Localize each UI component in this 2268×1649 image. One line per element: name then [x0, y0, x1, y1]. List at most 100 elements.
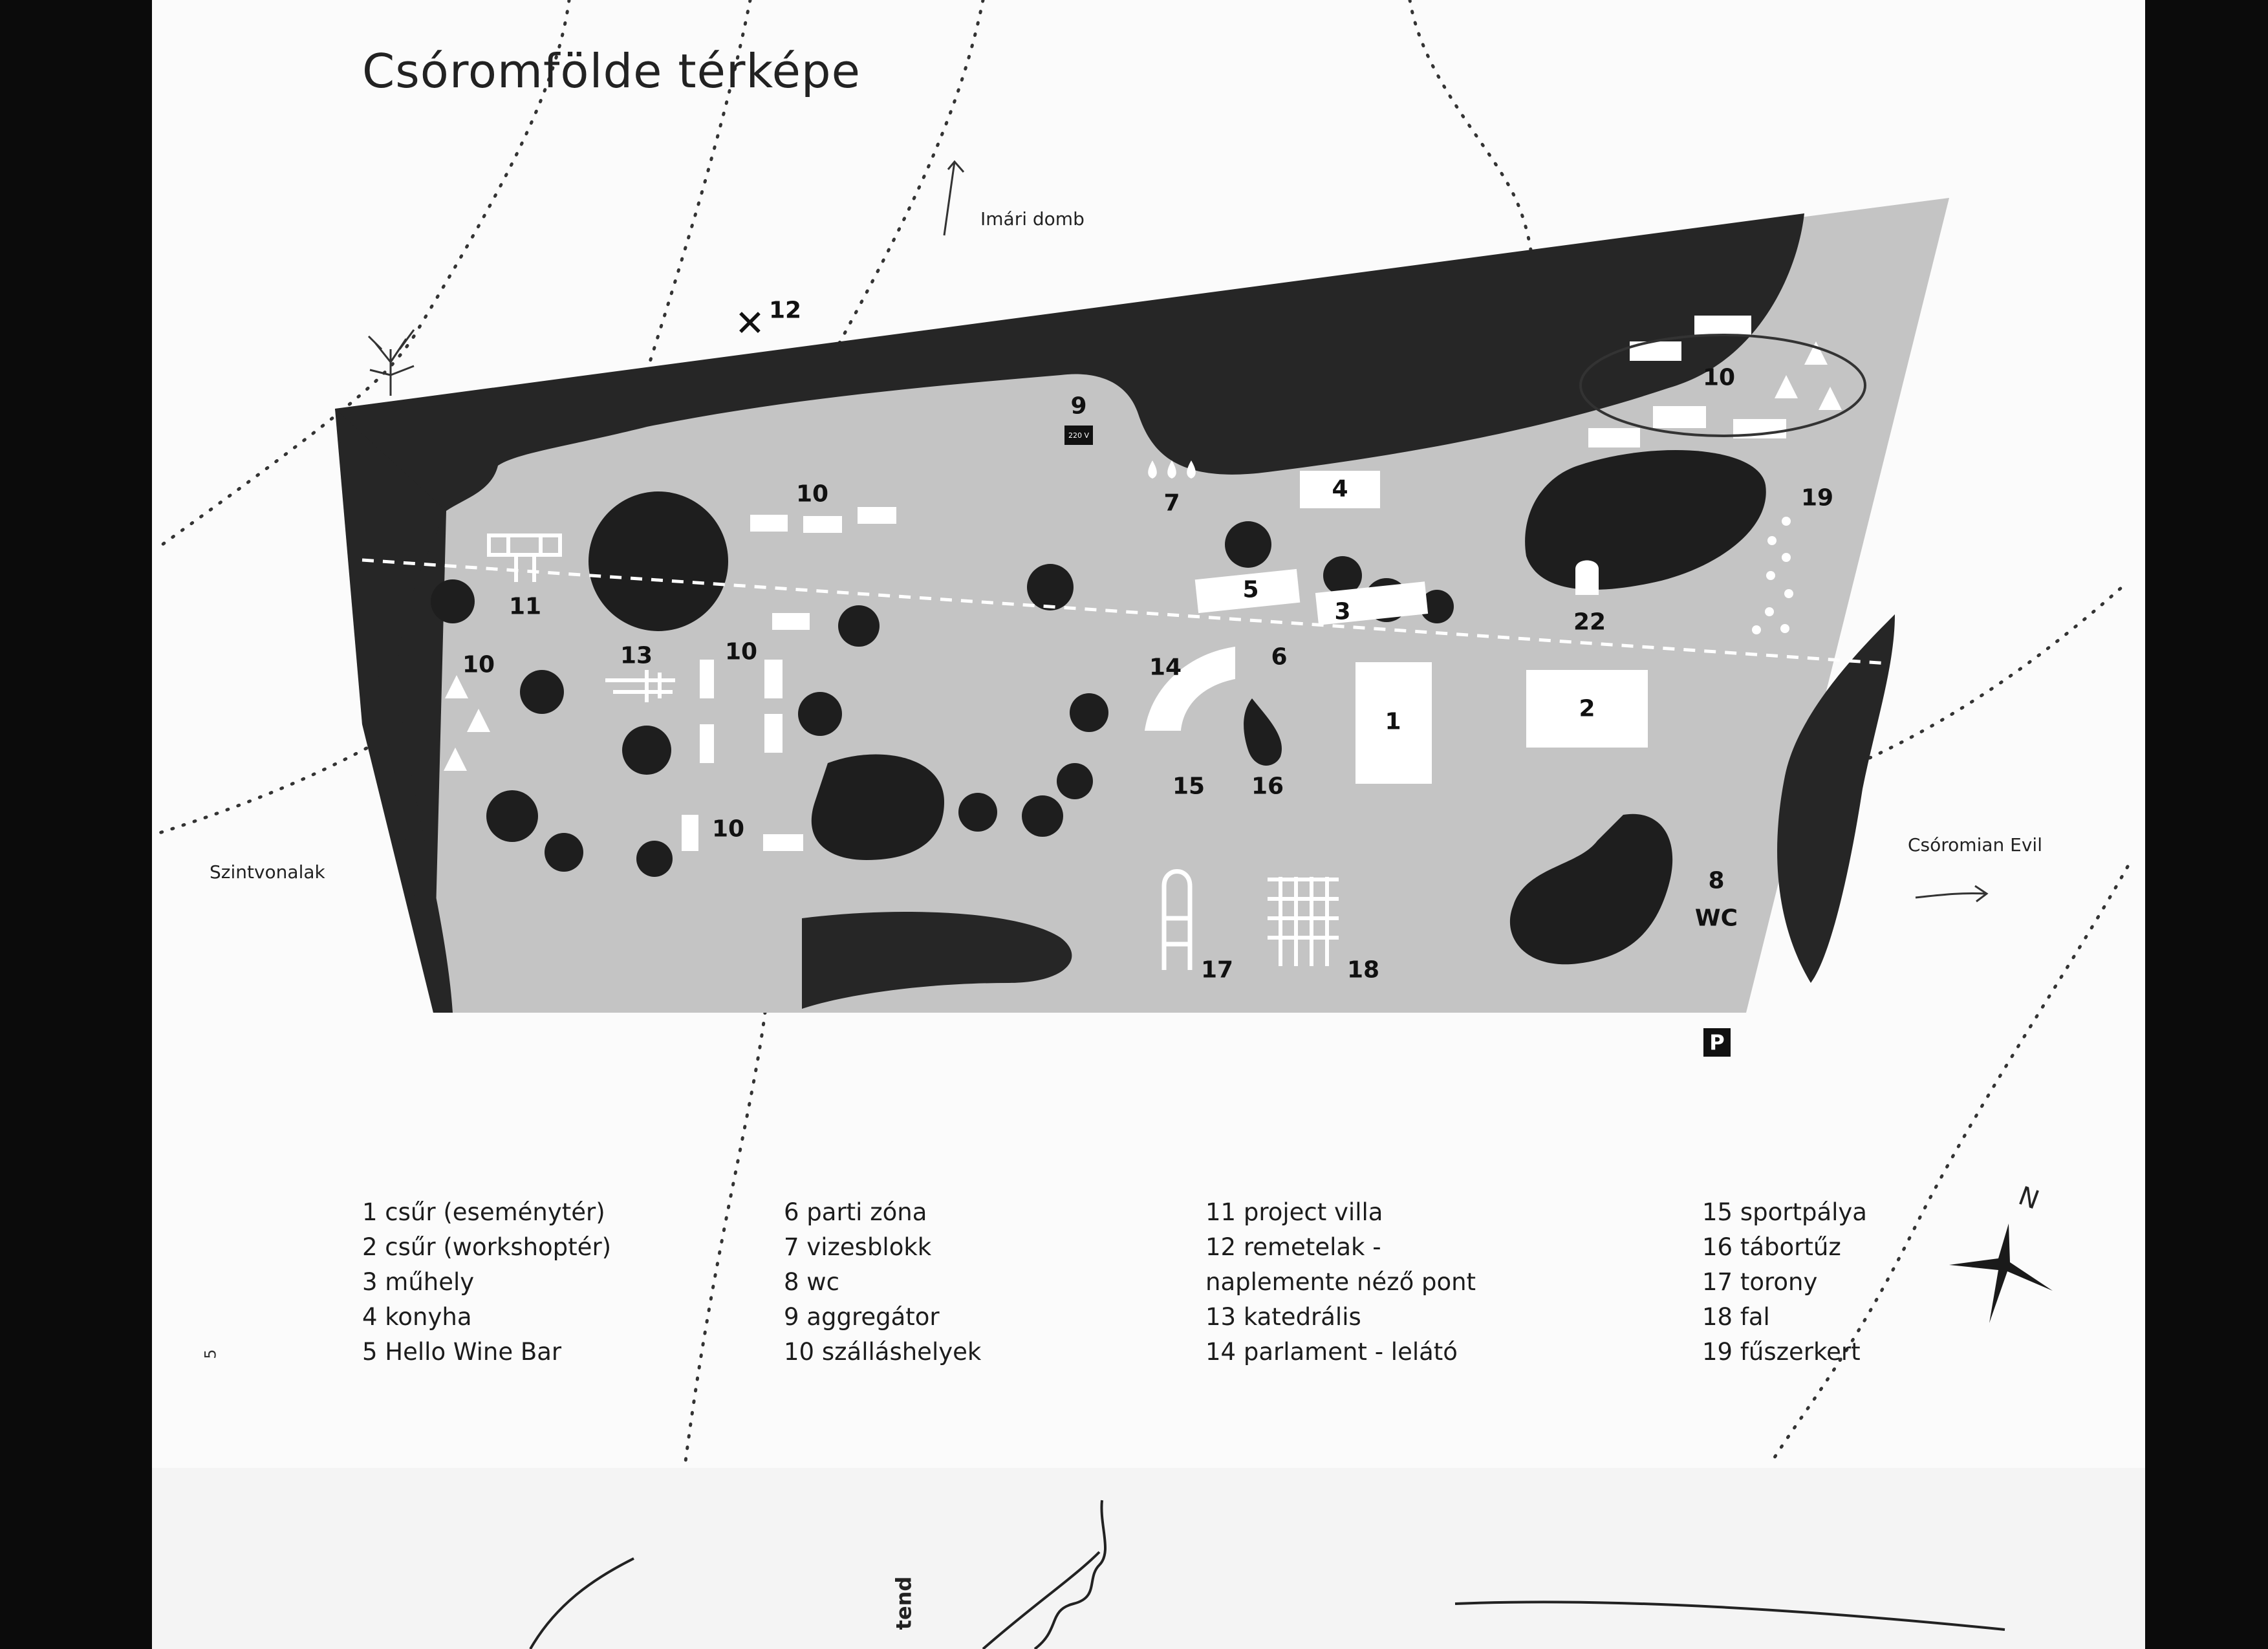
triangle-tent — [1775, 375, 1798, 398]
map-label-10-d: 10 — [711, 815, 745, 843]
tent-circle — [1225, 521, 1271, 568]
tent-circle — [486, 790, 538, 842]
lodging-block — [682, 815, 698, 851]
map-label-14: 14 — [1149, 654, 1182, 681]
drop-icon — [1167, 460, 1176, 479]
tent-circle — [1420, 590, 1454, 623]
parking-icon: P — [1703, 1028, 1731, 1057]
kitchen — [1300, 471, 1380, 508]
map-label-19: 19 — [1800, 484, 1834, 512]
legend-item: 19 fűszerkert — [1702, 1338, 1861, 1366]
legend-item: 7 vizesblokk — [784, 1233, 932, 1261]
lodging-block — [803, 516, 842, 533]
map-label-5: 5 — [1242, 576, 1259, 603]
legend-column-3: 11 project villa 12 remetelak - naplemen… — [1205, 1195, 1476, 1370]
lodging-block — [763, 834, 803, 851]
legend-item: 3 műhely — [362, 1268, 475, 1296]
pond-north-east — [1525, 450, 1766, 590]
scan-border-left — [0, 0, 152, 1649]
buildings — [682, 316, 1786, 851]
legend-item: 17 torony — [1702, 1268, 1818, 1296]
annotation-imari-domb: Imári domb — [980, 208, 1085, 230]
lock-icon — [1575, 560, 1599, 595]
contour-line — [684, 0, 985, 1463]
project-villa-icon — [487, 534, 562, 582]
wall-grid-icon — [1268, 877, 1339, 966]
barn-workshop-space — [1526, 670, 1648, 748]
annotation-contours: Szintvonalak — [210, 861, 325, 883]
map-label-15: 15 — [1172, 773, 1205, 800]
map-label-11: 11 — [508, 593, 542, 620]
legend-item: 6 parti zóna — [784, 1198, 927, 1226]
lodging-block — [858, 507, 896, 524]
next-page-edge — [152, 1468, 2145, 1649]
legend-column-2: 6 parti zóna 7 vizesblokk 8 wc 9 aggregá… — [784, 1195, 981, 1370]
legend-item: 10 szálláshelyek — [784, 1338, 982, 1366]
map-label-9: 9 — [1070, 393, 1087, 420]
tent-circle — [798, 692, 842, 736]
contour-line — [1770, 865, 2130, 1463]
tent-circle — [520, 670, 564, 714]
map-label-4: 4 — [1332, 475, 1348, 502]
legend-item: 11 project villa — [1205, 1198, 1383, 1226]
tent-circle — [1022, 795, 1063, 837]
next-page-side-text: tend — [891, 1576, 916, 1630]
legend-item: 1 csűr (eseménytér) — [362, 1198, 605, 1226]
map-label-6: 6 — [1271, 643, 1288, 671]
lodging-block — [700, 724, 714, 763]
legend-item: 15 sportpálya — [1702, 1198, 1867, 1226]
legend-column-4: 15 sportpálya 16 tábortűz 17 torony 18 f… — [1702, 1195, 1867, 1370]
page-number: 5 — [201, 1349, 220, 1359]
tent-circle — [431, 579, 475, 623]
legend-item: 16 tábortűz — [1702, 1233, 1841, 1261]
triangle-tent — [467, 709, 490, 732]
lodging-block — [772, 613, 810, 630]
forest-south — [802, 912, 1072, 1009]
lodging-block — [1653, 406, 1706, 428]
annotation-csoromian-evil: Csóromian Evil — [1908, 834, 2042, 856]
map-label-17: 17 — [1200, 956, 1234, 984]
parliament-stand — [1145, 647, 1235, 731]
workshop-building — [1315, 581, 1429, 625]
tent-circle — [1323, 556, 1362, 595]
legend-item: 2 csűr (workshoptér) — [362, 1233, 612, 1261]
map-label-10-e: 10 — [1702, 364, 1736, 391]
lodging-block — [764, 714, 783, 753]
legend-item: 13 katedrális — [1205, 1303, 1361, 1331]
triangle-tent — [444, 748, 467, 771]
drop-icon — [1148, 460, 1157, 479]
page-title: Csóromfölde térképe — [362, 44, 861, 98]
north-arrow — [943, 160, 965, 236]
tent-circle — [636, 841, 673, 877]
white-dashed-path — [362, 558, 1889, 665]
scan-border-right — [2145, 0, 2268, 1649]
hermitage-cross-icon: ✕ — [735, 303, 765, 345]
drop-icon — [1187, 460, 1196, 479]
compass-icon — [1949, 1223, 2053, 1323]
map-label-7: 7 — [1163, 490, 1180, 517]
lodging-block — [1694, 316, 1751, 335]
lodging-block — [1588, 428, 1640, 447]
lodging-triangles — [444, 341, 1842, 771]
pond-central — [811, 754, 944, 860]
lodging-block — [750, 515, 788, 532]
forest-east — [1777, 614, 1895, 983]
tent-circle — [1057, 763, 1093, 799]
wine-bar — [1194, 568, 1301, 614]
legend-item: 5 Hello Wine Bar — [362, 1338, 562, 1366]
dark-area-large — [589, 491, 728, 631]
map-label-13: 13 — [620, 642, 653, 669]
map-label-10-a: 10 — [795, 480, 829, 508]
legend-item: 8 wc — [784, 1268, 839, 1296]
tent-circle — [545, 833, 583, 872]
east-arrow — [1915, 885, 1989, 903]
pond-south-east — [1509, 814, 1673, 965]
map-label-10-c: 10 — [724, 638, 758, 665]
lodging-block — [764, 660, 783, 698]
barn-event-space — [1355, 662, 1432, 784]
triangle-tent — [1819, 387, 1842, 410]
map-label-1: 1 — [1385, 708, 1401, 735]
triangle-tent — [1804, 341, 1828, 365]
campfire-icon — [1244, 698, 1282, 766]
